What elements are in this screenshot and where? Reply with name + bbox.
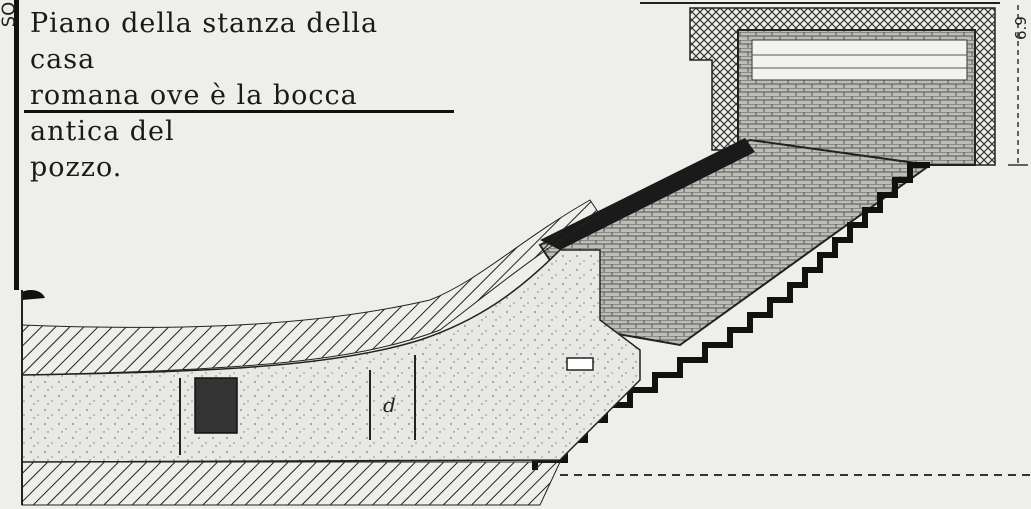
caption-underline [24, 110, 454, 113]
rock-stratum-upper [21, 199, 601, 376]
caption-block: Piano della stanza della casa romana ove… [30, 6, 450, 186]
dimension-label: 6.9 [1012, 16, 1030, 40]
excavated-ground [21, 249, 641, 463]
page-border-line [14, 0, 19, 290]
well-water [751, 39, 968, 81]
small-marker-box [566, 357, 594, 371]
rock-stratum-lower [21, 461, 561, 506]
dark-channel [540, 138, 755, 250]
dark-shaft [194, 377, 238, 434]
annotation-letter: d [383, 393, 396, 417]
caption-text: Piano della stanza della casa romana ove… [30, 8, 379, 183]
